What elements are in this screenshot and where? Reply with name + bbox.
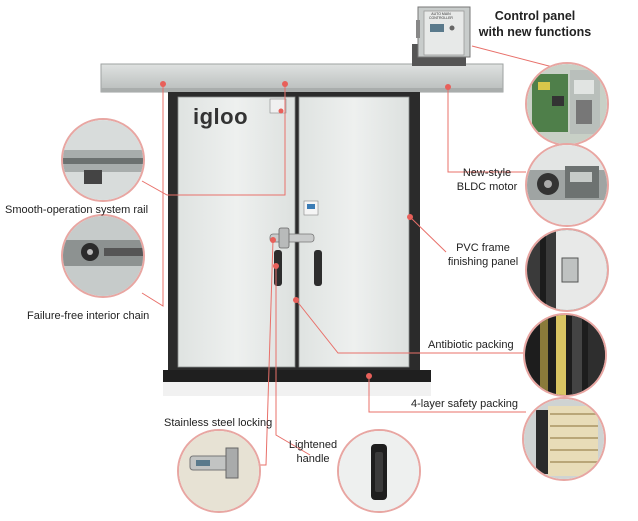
floor-reflection xyxy=(163,382,431,396)
top-rail xyxy=(100,63,504,93)
label-interior-chain: Failure-free interior chain xyxy=(27,310,150,322)
thumb-system-rail xyxy=(61,118,145,202)
thumb-interior-chain xyxy=(61,214,145,298)
label-lightened-handle: Lightened handle xyxy=(280,438,346,466)
label-stainless-locking: Stainless steel locking xyxy=(164,417,273,429)
control-box-text: AUTO MAIN CONTROLLER xyxy=(429,12,453,20)
thumb-bldc-motor xyxy=(525,143,609,227)
label-antibiotic-packing: Antibiotic packing xyxy=(428,339,514,351)
label-safety-packing: 4-layer safety packing xyxy=(411,398,518,410)
locking-latch xyxy=(269,227,315,249)
label-pvc-line2: finishing panel xyxy=(447,256,519,268)
thumb-stainless-locking xyxy=(177,429,261,513)
control-box xyxy=(412,6,471,66)
label-pvc-frame: PVC frame finishing panel xyxy=(438,241,528,269)
label-bldc-motor: New-style BLDC motor xyxy=(451,166,523,194)
thumb-control-panel xyxy=(525,62,609,146)
right-door-panel xyxy=(298,96,410,368)
label-control-panel-line2: with new functions xyxy=(478,25,592,39)
thumb-lightened-handle xyxy=(337,429,421,513)
top-sticker xyxy=(269,98,287,114)
label-bldc-line1: New-style xyxy=(462,167,512,179)
left-door-panel xyxy=(177,96,296,368)
label-pvc-line1: PVC frame xyxy=(456,242,510,254)
label-control-panel-line1: Control panel xyxy=(494,9,576,23)
label-control-panel: Control panel with new functions xyxy=(470,8,600,40)
thumb-safety-packing xyxy=(522,397,606,481)
label-bldc-line2: BLDC motor xyxy=(456,181,518,193)
callout-lines xyxy=(141,45,573,466)
thumb-pvc-frame xyxy=(525,228,609,312)
label-handle-line1: Lightened xyxy=(288,439,338,451)
brand-logo: igloo xyxy=(193,104,249,129)
callout-dots xyxy=(160,81,451,379)
label-system-rail: Smooth-operation system rail xyxy=(5,204,149,216)
thumb-antibiotic-packing xyxy=(523,313,607,397)
label-handle-line2: handle xyxy=(296,453,330,465)
handle-right xyxy=(314,250,322,286)
door-sticker xyxy=(303,200,319,216)
